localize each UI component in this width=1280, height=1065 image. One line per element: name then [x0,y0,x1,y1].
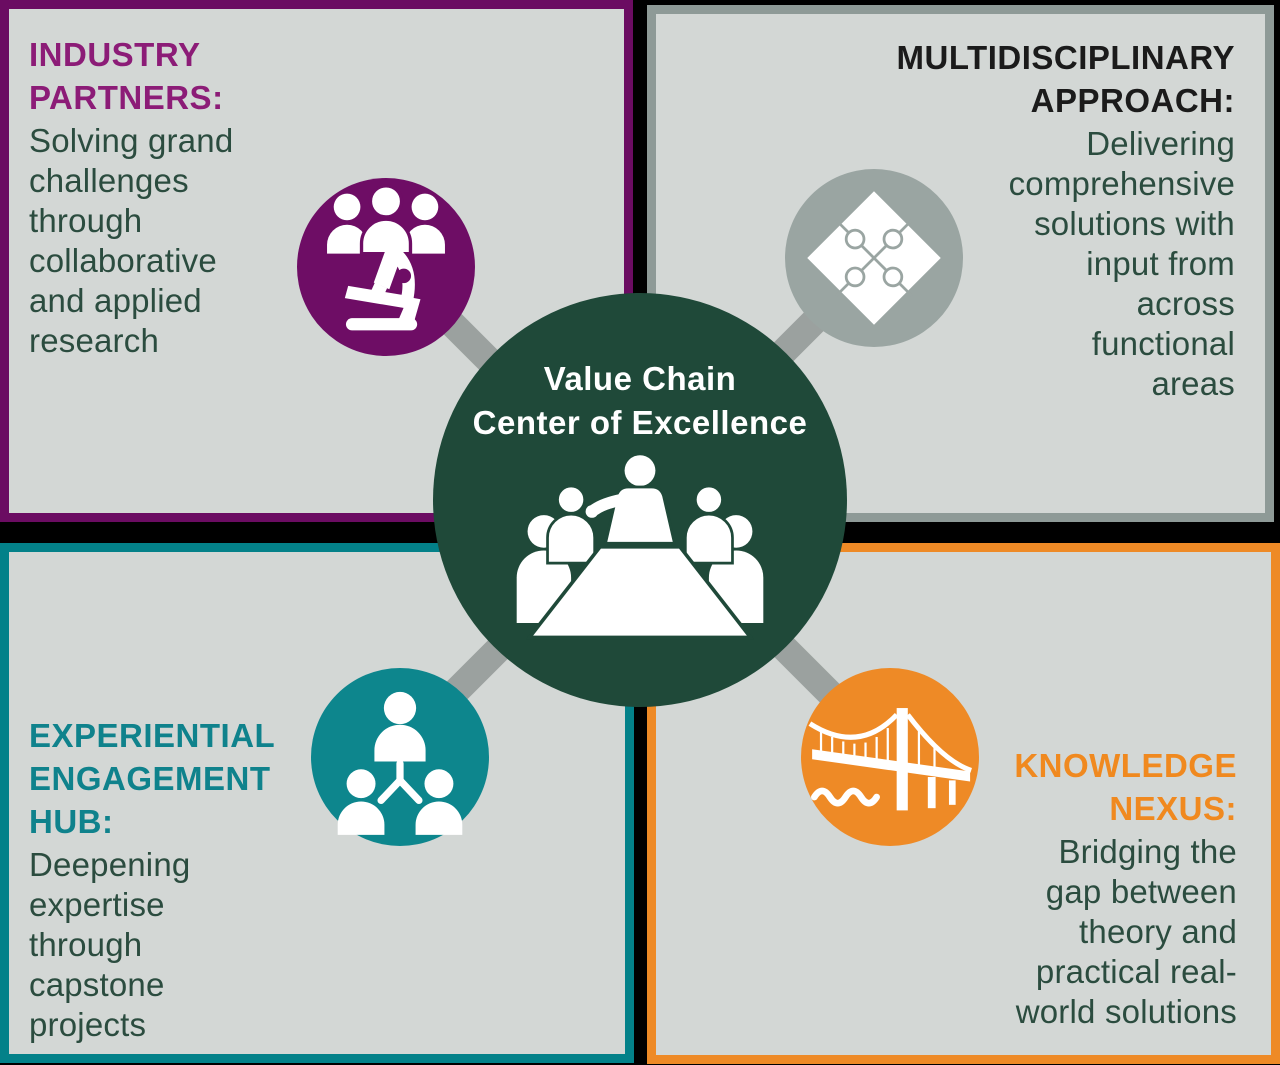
heading-line: KNOWLEDGE [1014,747,1237,784]
body-line: expertise [29,886,165,923]
body-line: Deepening [29,846,191,883]
body-line: Bridging the [1058,833,1237,870]
knowledge-nexus-text: KNOWLEDGE NEXUS: Bridging the gap betwee… [1014,744,1237,1032]
heading-line: EXPERIENTIAL [29,717,276,754]
heading-line: MULTIDISCIPLINARY [896,39,1235,76]
center-title-line: Value Chain [543,360,737,397]
body-line: solutions with [1034,205,1235,242]
heading-line: PARTNERS: [29,79,224,116]
body-line: functional [1091,325,1235,362]
body-line: input from [1086,245,1235,282]
body-line: practical real- [1035,953,1237,990]
industry-partners-heading: INDUSTRY PARTNERS: [29,33,233,119]
multidisciplinary-approach-body: Delivering comprehensive solutions with … [897,124,1235,404]
experiential-engagement-hub-body: Deepening expertise through capstone pro… [29,845,275,1045]
body-line: gap between [1045,873,1237,910]
experiential-engagement-hub-text: EXPERIENTIAL ENGAGEMENT HUB: Deepening e… [29,714,275,1045]
body-line: capstone [29,966,165,1003]
industry-partners-text: INDUSTRY PARTNERS: Solving grand challen… [29,33,233,361]
industry-partners-body: Solving grand challenges through collabo… [29,121,233,361]
body-line: Solving grand [29,122,234,159]
body-line: and applied [29,282,202,319]
body-line: through [29,202,143,239]
industry-partners-panel: INDUSTRY PARTNERS: Solving grand challen… [0,0,633,522]
heading-line: NEXUS: [1109,790,1237,827]
conference-table-meeting-icon [504,445,776,645]
heading-line: APPROACH: [1030,82,1235,119]
heading-line: INDUSTRY [29,36,201,73]
knowledge-nexus-body: Bridging the gap between theory and prac… [1014,832,1237,1032]
center-title-line: Center of Excellence [472,404,808,441]
body-line: collaborative [29,242,217,279]
body-line: research [29,322,159,359]
body-line: areas [1151,365,1235,402]
body-line: world solutions [1015,993,1237,1030]
multidisciplinary-approach-text: MULTIDISCIPLINARY APPROACH: Delivering c… [897,36,1235,404]
industry-partners-circle [297,178,475,356]
body-line: projects [29,1006,147,1043]
value-chain-center-circle: Value Chain Center of Excellence [433,293,847,707]
body-line: Delivering [1086,125,1235,162]
body-line: comprehensive [1008,165,1235,202]
body-line: across [1136,285,1235,322]
body-line: through [29,926,143,963]
knowledge-nexus-circle [801,668,979,846]
body-line: theory and [1079,913,1237,950]
heading-line: ENGAGEMENT [29,760,271,797]
experiential-engagement-hub-heading: EXPERIENTIAL ENGAGEMENT HUB: [29,714,275,843]
experiential-hub-circle [311,668,489,846]
center-title: Value Chain Center of Excellence [433,357,847,445]
multidisciplinary-approach-panel: MULTIDISCIPLINARY APPROACH: Delivering c… [647,5,1274,522]
heading-line: HUB: [29,803,114,840]
multidisciplinary-circle [785,169,963,347]
knowledge-nexus-heading: KNOWLEDGE NEXUS: [1014,744,1237,830]
body-line: challenges [29,162,189,199]
multidisciplinary-approach-heading: MULTIDISCIPLINARY APPROACH: [897,36,1235,122]
